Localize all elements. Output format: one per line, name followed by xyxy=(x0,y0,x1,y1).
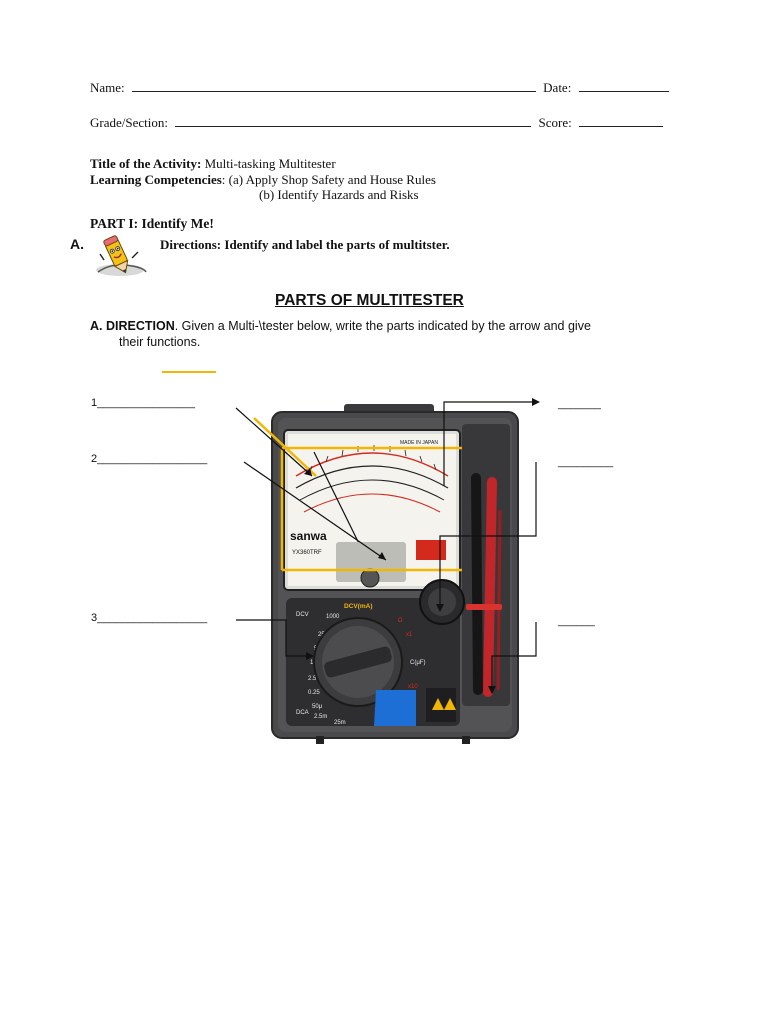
acv-red-arc xyxy=(303,493,441,513)
arrow-6 xyxy=(491,622,537,688)
grade-field[interactable] xyxy=(175,126,532,127)
directions-label: Directions: xyxy=(160,237,222,252)
section-direction-row: A. DIRECTION. Given a Multi-\tester belo… xyxy=(90,319,591,333)
blue-indicator xyxy=(374,690,416,726)
competency-a: : (a) Apply Shop Safety and House Rules xyxy=(221,172,436,187)
arrow-head-1 xyxy=(304,468,312,476)
black-test-lead xyxy=(471,473,483,695)
brand-label: sanwa xyxy=(290,529,327,543)
multitester-illustration: MADE IN JAPAN sanwa YX360TRF DCV 1000 25… xyxy=(235,398,540,744)
activity-title-label: Title of the Activity: xyxy=(90,156,202,171)
red-test-lead xyxy=(483,477,497,697)
competencies-row: Learning Competencies: (a) Apply Shop Sa… xyxy=(90,172,436,188)
label-3-number: 3 xyxy=(91,612,98,624)
lead-clip xyxy=(466,604,502,610)
label-2-blank[interactable]: __________________ xyxy=(97,453,208,465)
svg-text:25m: 25m xyxy=(334,720,346,726)
arrow-head-5 xyxy=(436,604,444,612)
grade-row: Grade/Section: Score: xyxy=(90,115,663,131)
section-direction-letter: A. xyxy=(90,319,103,333)
label-3-blank[interactable]: __________________ xyxy=(97,612,208,624)
date-field[interactable] xyxy=(578,91,669,92)
pencil-mascot-icon xyxy=(96,235,147,276)
score-field[interactable] xyxy=(578,126,663,127)
pointer-lines xyxy=(235,401,537,688)
cuf-label: C(μF) xyxy=(410,660,425,666)
section-direction-text-1: . Given a Multi-\tester below, write the… xyxy=(174,319,591,333)
svg-text:DCA: DCA xyxy=(296,710,309,716)
activity-title-row: Title of the Activity: Multi-tasking Mul… xyxy=(90,156,336,172)
svg-text:1000: 1000 xyxy=(326,614,340,620)
arrow-3 xyxy=(236,619,308,657)
directions-row: Directions: Identify and label the parts… xyxy=(160,237,450,253)
arrow-head-4 xyxy=(532,398,540,406)
yellow-pointer xyxy=(253,417,317,477)
svg-text:DCV: DCV xyxy=(296,612,309,618)
label-1: 1________________ xyxy=(91,397,195,409)
label-1-blank[interactable]: ________________ xyxy=(97,397,196,409)
warning-icon-2 xyxy=(444,698,456,710)
section-direction-label: DIRECTION xyxy=(105,319,175,333)
name-label: Name: xyxy=(90,80,125,95)
arrow-head-2 xyxy=(378,552,386,560)
score-label: Score: xyxy=(538,115,572,130)
svg-text:x10: x10 xyxy=(408,684,418,690)
arrow-5 xyxy=(439,462,537,606)
made-in-label: MADE IN JAPAN xyxy=(400,440,438,446)
model-label: YX360TRF xyxy=(292,550,322,556)
arrow-head-3 xyxy=(306,652,314,660)
highlight-mark xyxy=(162,371,216,373)
foot-left xyxy=(316,736,324,744)
foot-right xyxy=(462,736,470,744)
label-5-blank[interactable]: _________ xyxy=(558,456,614,468)
warning-icon xyxy=(432,698,444,710)
arrow-head-6 xyxy=(488,686,496,694)
svg-text:50μ: 50μ xyxy=(312,704,323,710)
part1-heading: PART I: Identify Me! xyxy=(90,216,214,231)
competencies-label: Learning Competencies xyxy=(90,172,222,187)
zero-adjust-area xyxy=(336,542,406,582)
label-2: 2__________________ xyxy=(91,453,207,465)
ohm-adjust-knob-cap xyxy=(428,588,456,616)
name-row: Name: Date: xyxy=(90,80,669,96)
acv-scale-arc xyxy=(299,479,445,501)
directions-text: Identify and label the parts of multitst… xyxy=(224,237,450,252)
section-title: PARTS OF MULTITESTER xyxy=(275,292,464,309)
part1-letter: A. xyxy=(70,236,84,252)
ohm-scale-arc xyxy=(295,452,449,477)
activity-title-value: Multi-tasking Multitester xyxy=(204,156,336,171)
label-1-number: 1 xyxy=(91,397,98,409)
svg-text:Ω: Ω xyxy=(398,618,403,624)
arrow-heads xyxy=(304,398,540,694)
arrow-1 xyxy=(235,407,313,477)
svg-text:2.5m: 2.5m xyxy=(314,714,327,720)
svg-text:2.5: 2.5 xyxy=(308,676,317,682)
date-label: Date: xyxy=(543,80,572,95)
svg-text:x1: x1 xyxy=(406,632,413,638)
grade-label: Grade/Section: xyxy=(90,115,168,130)
dcv-ma-label: DCV(mA) xyxy=(344,603,373,610)
svg-text:0.25: 0.25 xyxy=(308,690,320,696)
label-2-number: 2 xyxy=(91,453,98,465)
range-selector-pointer xyxy=(324,646,392,678)
arrow-2 xyxy=(243,461,387,561)
ohm-range-labels: Ω x1 x10 xyxy=(398,618,418,690)
competency-b: (b) Identify Hazards and Risks xyxy=(259,187,419,202)
label-3: 3__________________ xyxy=(91,612,207,624)
section-direction-text-2: their functions. xyxy=(119,335,201,349)
protection-badge xyxy=(416,540,446,560)
arrow-4 xyxy=(443,401,536,486)
zero-adjust-screw xyxy=(360,568,380,588)
name-field[interactable] xyxy=(131,91,536,92)
label-4-blank[interactable]: _______ xyxy=(558,398,601,410)
label-6-blank[interactable]: ______ xyxy=(558,615,595,627)
red-lead-wire xyxy=(496,509,502,691)
dcv-scale-arc xyxy=(295,465,449,489)
